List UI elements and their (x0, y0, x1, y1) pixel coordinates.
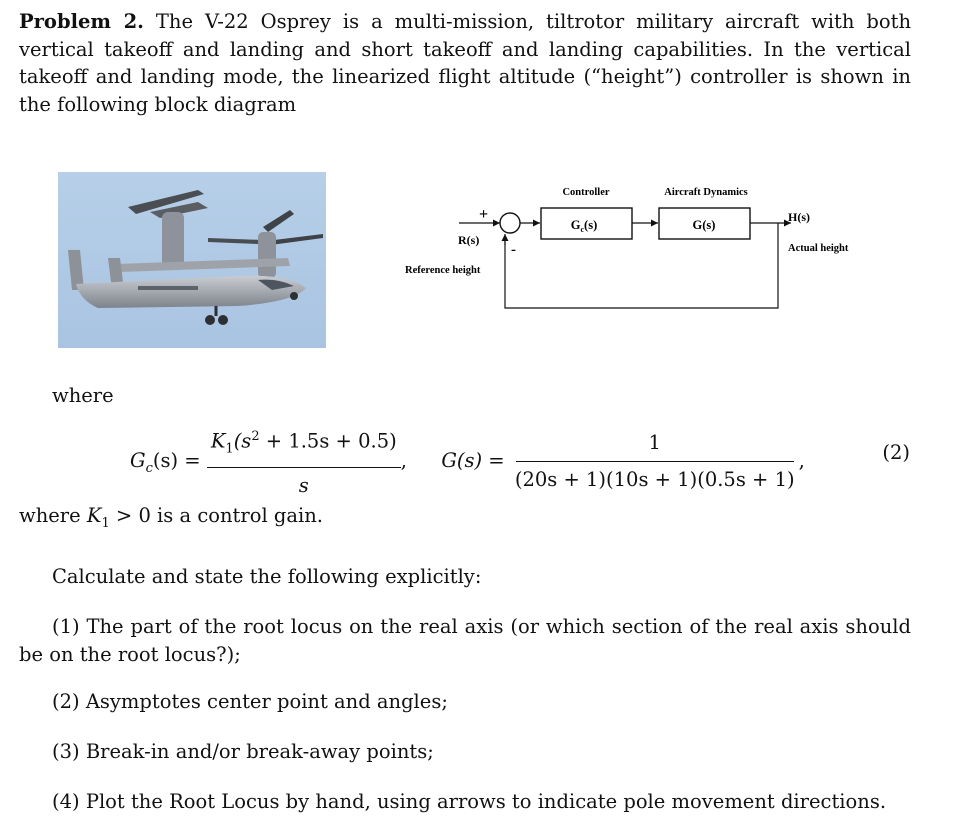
input-label: R(s) (458, 233, 479, 247)
controller-title: Controller (562, 187, 609, 198)
where-label: where (52, 384, 114, 407)
problem-heading: Problem 2. (19, 10, 144, 33)
gc-fraction: K1(s2 + 1.5s + 0.5) s (206, 422, 401, 501)
question-1: (1) The part of the root locus on the re… (19, 615, 911, 666)
plus-sign: + (479, 206, 488, 223)
plant-block-label: G(s) (693, 218, 716, 232)
output-desc: Actual height (788, 243, 849, 254)
controller-block (540, 207, 633, 240)
plant-title: Aircraft Dynamics (664, 187, 748, 198)
calc-instruction: Calculate and state the following explic… (52, 565, 482, 588)
input-desc: Reference height (405, 265, 481, 276)
question-2: (2) Asymptotes center point and angles; (52, 690, 448, 713)
problem-intro: Problem 2. The V-22 Osprey is a multi-mi… (19, 8, 911, 118)
osprey-photo (58, 172, 326, 348)
transfer-function-equation: Gc(s) = K1(s2 + 1.5s + 0.5) s , G(s) = 1… (130, 422, 805, 501)
minus-sign: - (511, 242, 516, 258)
summing-junction (499, 212, 521, 234)
problem-text: The V-22 Osprey is a multi-mission, tilt… (19, 10, 912, 116)
controller-block-label: Gc(s) (571, 218, 598, 234)
question-3: (3) Break-in and/or break-away points; (52, 740, 434, 763)
question-4: (4) Plot the Root Locus by hand, using a… (52, 790, 887, 813)
g-fraction: 1 (20s + 1)(10s + 1)(0.5s + 1) (511, 428, 799, 495)
output-label: H(s) (788, 210, 810, 224)
gain-note: where K1 > 0 is a control gain. (19, 504, 323, 531)
block-diagram: + - R(s) Reference height Controller Gc(… (395, 175, 875, 315)
equation-number: (2) (882, 441, 910, 464)
